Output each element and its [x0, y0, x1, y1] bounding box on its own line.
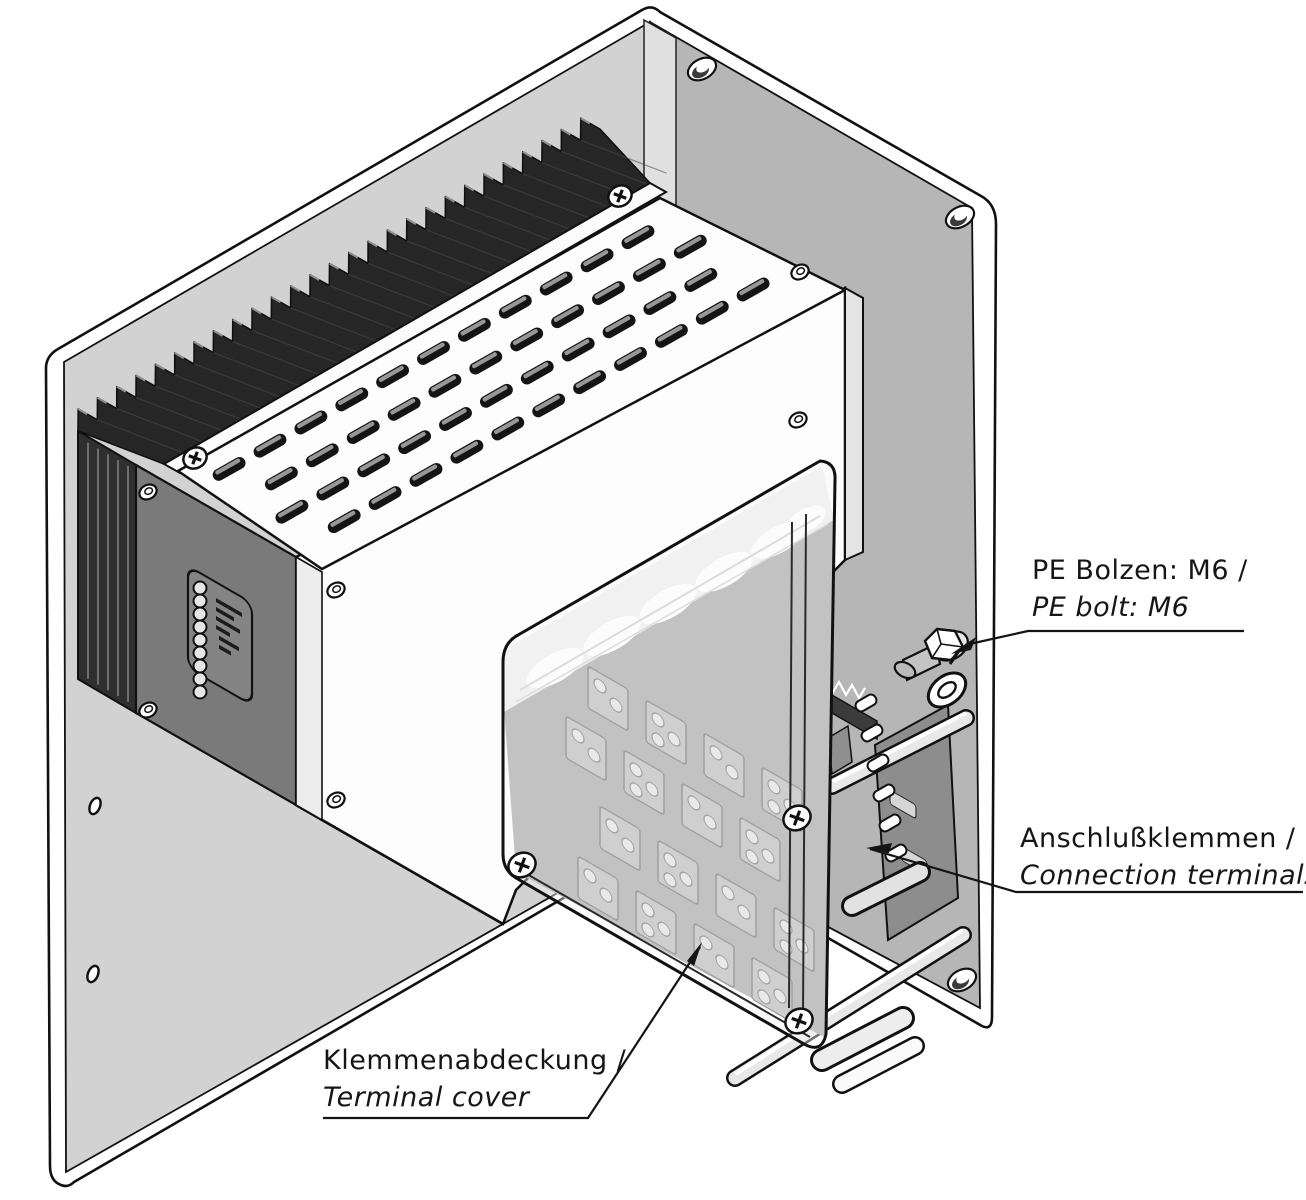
- arrow-connection-terminals: [866, 843, 892, 853]
- enclosure-screws: [138, 263, 810, 809]
- leader-terminal-cover: [323, 946, 701, 1120]
- annotation-connection-terminals-english: Connection terminals: [1020, 860, 1306, 891]
- pe-bolt-stud-cap: [893, 660, 917, 680]
- back-panel-holes: [86, 796, 102, 984]
- terminal-cover-screws: [507, 804, 814, 1035]
- pe-bolt-hex-facets: [931, 628, 964, 659]
- annotation-terminal-cover-german: Klemmenabdeckung /: [323, 1045, 627, 1076]
- pe-bolt: [893, 627, 969, 709]
- annotation-pe-bolt-german: PE Bolzen: M6 /: [1032, 555, 1248, 586]
- top-rail: [161, 181, 669, 475]
- device-label: [186, 569, 254, 702]
- flange-countersunk-holes: [686, 56, 978, 993]
- enclosure-bottom-edge: [295, 803, 504, 926]
- terminal-blocks: [565, 666, 815, 1022]
- support-rail-lower: [726, 861, 972, 1094]
- front-corner-strip: [295, 555, 323, 822]
- annotation-terminal-cover-english: Terminal cover: [323, 1082, 530, 1113]
- annotation-leaders: [323, 629, 1303, 1120]
- annotation-pe-bolt: PE Bolzen: M6 / PE bolt: M6: [1032, 552, 1248, 626]
- coil-symbol: [192, 580, 208, 700]
- label-text-marks: [216, 598, 242, 656]
- annotation-connection-terminals: Anschlußklemmen / Connection terminals: [1020, 820, 1306, 894]
- arrow-pe-bolt: [951, 637, 976, 654]
- transformer-windings: [515, 505, 829, 703]
- annotation-pe-bolt-english: PE bolt: M6: [1032, 592, 1190, 623]
- annotation-connection-terminals-german: Anschlußklemmen /: [1020, 823, 1296, 854]
- terminal-support-hardware: [726, 670, 975, 1094]
- support-rail-upper: [823, 709, 975, 795]
- pe-ring-terminal: [926, 651, 968, 709]
- enclosure-end-cap: [844, 286, 864, 562]
- leader-pe-bolt: [964, 629, 1244, 647]
- arrow-terminal-cover: [687, 942, 702, 966]
- rail-screws: [182, 184, 633, 470]
- heatsink-fin-tops: [77, 117, 591, 416]
- annotation-terminal-cover: Klemmenabdeckung / Terminal cover: [323, 1042, 626, 1116]
- heatsink-end-lines: [87, 442, 129, 702]
- terminal-cover: [501, 459, 837, 1049]
- vent-slots: [212, 225, 770, 534]
- terminal-cover-inner-lines: [512, 513, 811, 1038]
- annotation-arrowheads: [687, 637, 976, 966]
- leader-connection-terminals: [869, 847, 1303, 894]
